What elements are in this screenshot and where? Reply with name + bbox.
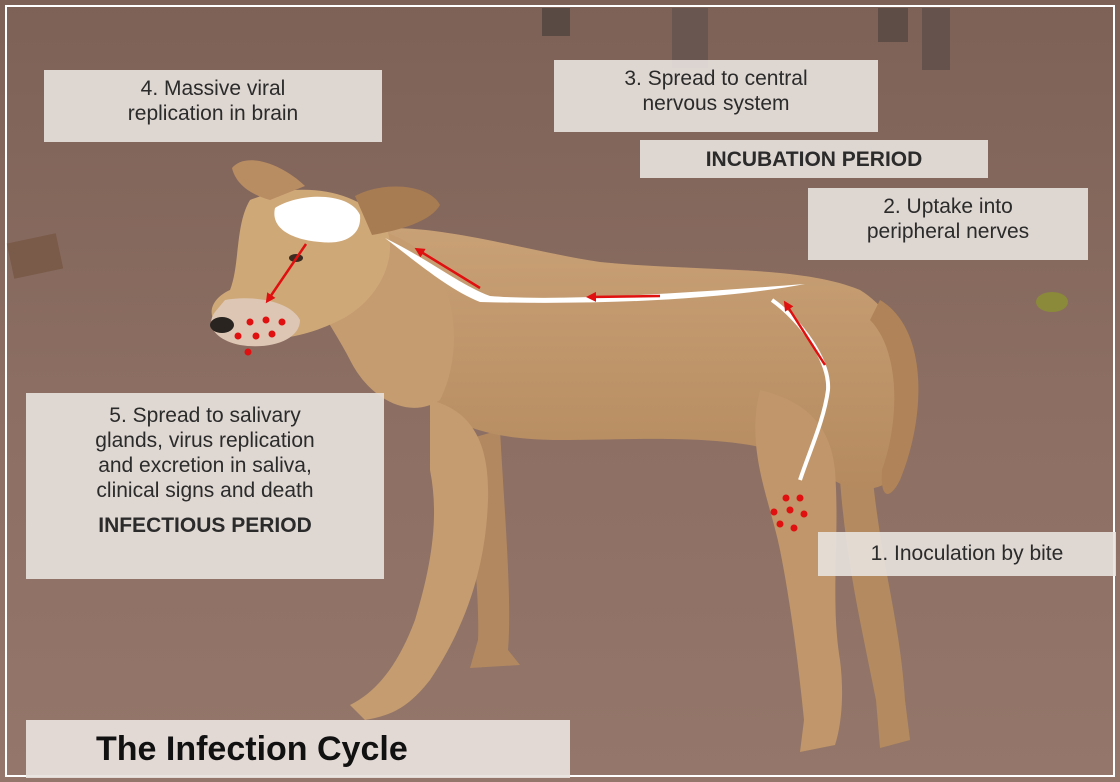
step-3-line-1: 3. Spread to central	[564, 66, 868, 91]
step-5-line-4: clinical signs and death	[36, 478, 374, 503]
step-2-line-1: 2. Uptake into	[818, 194, 1078, 219]
background-post	[922, 8, 950, 70]
infectious-period-label: INFECTIOUS PERIOD	[36, 513, 374, 538]
step-3-line-2: nervous system	[564, 91, 868, 116]
step-1-label: 1. Inoculation by bite	[818, 532, 1116, 576]
background-post	[878, 8, 908, 42]
step-5-line-2: glands, virus replication	[36, 428, 374, 453]
arrow-spine	[590, 296, 660, 297]
step-5-line-3: and excretion in saliva,	[36, 453, 374, 478]
background-post	[672, 8, 708, 68]
dog-nose	[210, 317, 234, 333]
step-1-line-1: 1. Inoculation by bite	[828, 541, 1106, 566]
background-post	[542, 8, 570, 36]
step-3-label: 3. Spread to central nervous system	[554, 60, 878, 132]
step-4-label: 4. Massive viral replication in brain	[44, 70, 382, 142]
step-5-line-1: 5. Spread to salivary	[36, 403, 374, 428]
leaf	[1036, 292, 1068, 312]
diagram-title: The Infection Cycle	[26, 720, 570, 778]
step-4-line-1: 4. Massive viral	[54, 76, 372, 101]
step-2-label: 2. Uptake into peripheral nerves	[808, 188, 1088, 260]
step-4-line-2: replication in brain	[54, 101, 372, 126]
step-5-label: 5. Spread to salivary glands, virus repl…	[26, 393, 384, 579]
incubation-period-label: INCUBATION PERIOD	[640, 140, 988, 178]
step-2-line-2: peripheral nerves	[818, 219, 1078, 244]
